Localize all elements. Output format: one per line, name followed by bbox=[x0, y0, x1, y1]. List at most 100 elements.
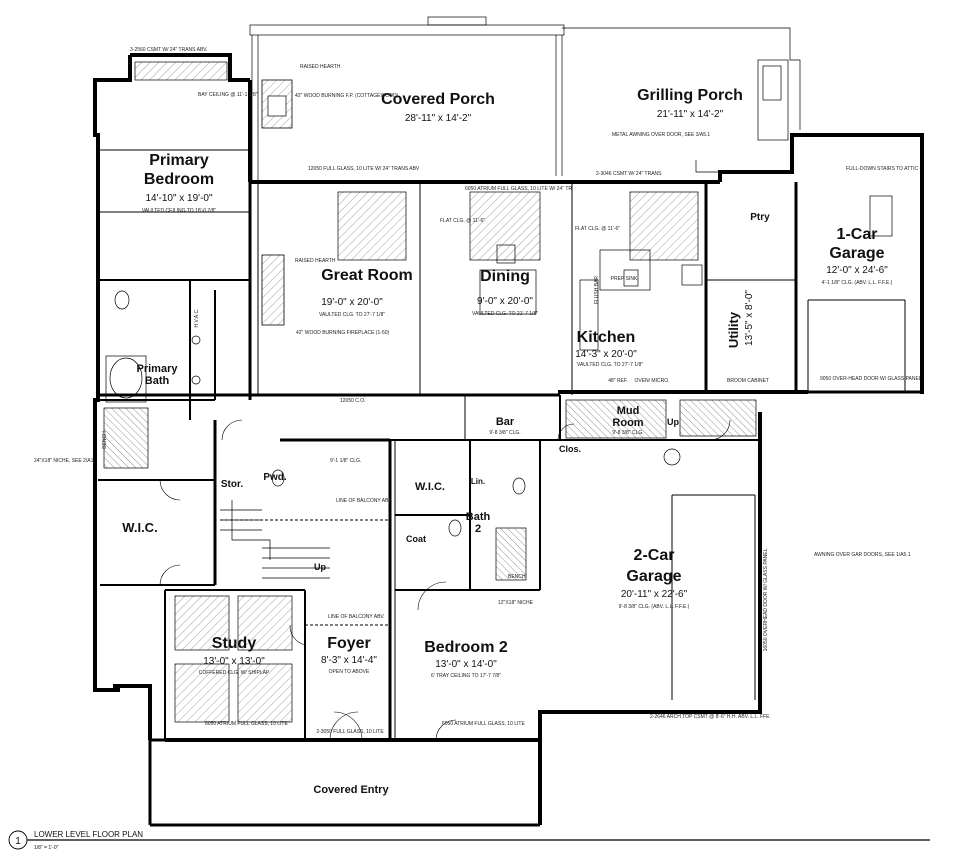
flat-clg-great-note: FLAT CLG. @ 11'-6" bbox=[440, 218, 485, 224]
garage-2-label: 2-Car bbox=[634, 547, 675, 564]
wic-primary-label: W.I.C. bbox=[122, 520, 157, 535]
garage-2-label-2: Garage bbox=[626, 568, 681, 585]
raised-hearth-great-note: RAISED HEARTH bbox=[295, 258, 336, 264]
garage-1-note: 4'-1 1/8" CLG. (ABV. L.L. F.F.E.) bbox=[822, 280, 893, 286]
study-label: Study bbox=[212, 635, 257, 652]
exterior-walls bbox=[93, 53, 924, 827]
coat-label: Coat bbox=[406, 534, 426, 544]
entry-door-note: 2-3050 FULL GLASS, 10 LITE bbox=[316, 729, 384, 735]
primary-bath-label-2: Bath bbox=[145, 375, 170, 387]
title-block: 1 LOWER LEVEL FLOOR PLAN 1/8" = 1'-0" bbox=[8, 830, 930, 851]
small-labels: Ptry Stor. Pwd. Clos. Coat Lin. Up Up PR… bbox=[102, 212, 770, 572]
flat-clg-kitchen-note: FLAT CLG. @ 11'-6" bbox=[575, 226, 620, 232]
grilling-porch-area bbox=[562, 27, 801, 173]
fireplace-great-note: 42" WOOD BURNING FIREPLACE (1-50) bbox=[296, 330, 390, 336]
ref-label: 48" REF. bbox=[608, 378, 628, 384]
bar-label: Bar bbox=[496, 416, 515, 428]
niche-note: 24"X18" NICHE, SEE 2/A1 bbox=[34, 458, 94, 464]
atrium-dining-note: 6050 ATRIUM FULL GLASS, 10 LITE W/ 24" T… bbox=[465, 186, 572, 192]
utility-label: Utility bbox=[726, 311, 741, 348]
garage-2-note: 9'-8 3/8" CLG. (ABV. L.L. F.F.E.) bbox=[619, 604, 690, 610]
pull-down-note: FULL-DOWN STAIRS TO ATTIC bbox=[846, 166, 919, 172]
clear-story-note: 12050 C.O. bbox=[340, 398, 366, 404]
study-note: COFFERED CLG. W/ SHIPLAP bbox=[199, 670, 270, 676]
kitchen-note: VAULTED CLG. TO 27'-7 1/8" bbox=[577, 362, 643, 368]
bench-niche-note: 12"X18" NICHE bbox=[498, 600, 534, 606]
line-balcony-1-note: LINE OF BALCONY ABV. bbox=[328, 614, 385, 620]
door-swings bbox=[159, 419, 731, 741]
wic-2-label: W.I.C. bbox=[415, 481, 445, 493]
raised-hearth-note: RAISED HEARTH bbox=[300, 64, 341, 70]
grilling-porch-dim: 21'-11" x 14'-2" bbox=[657, 109, 724, 120]
hvac-note: H.V.A.C. bbox=[194, 309, 200, 328]
dining-label: Dining bbox=[480, 268, 530, 285]
bed2-glass-note: 6050 ATRIUM FULL GLASS, 10 LITE bbox=[442, 721, 525, 727]
foyer-dim: 8'-3" x 14'-4" bbox=[321, 655, 377, 666]
grilling-porch-label: Grilling Porch bbox=[637, 87, 743, 104]
primary-bath-label: Primary bbox=[137, 363, 179, 375]
mud-room-label-2: Room bbox=[612, 417, 643, 429]
great-room-note: VAULTED CLG. TO 27'-7 1/8" bbox=[319, 312, 385, 318]
study-glass-note: 6050 ATRIUM FULL GLASS, 10 LITE bbox=[205, 721, 288, 727]
room-labels: Covered Porch 28'-11" x 14'-2" Grilling … bbox=[122, 87, 892, 796]
bench-label: BENCH bbox=[102, 431, 108, 449]
mud-room-label: Mud bbox=[617, 405, 640, 417]
primary-bedroom-label-2: Bedroom bbox=[144, 171, 214, 188]
fixtures bbox=[105, 244, 703, 579]
storage-label: Stor. bbox=[221, 479, 243, 490]
garage-1-label-2: Garage bbox=[829, 245, 884, 262]
porch-glass-note: 12050 FULL GLASS, 10 LITE W/ 24" TRANS A… bbox=[308, 166, 420, 172]
fireplace-top-note: 42" WOOD BURNING F.P. (COTTAGEWOOD) bbox=[295, 93, 399, 99]
garage-2-dim: 20'-11" x 22'-6" bbox=[621, 589, 688, 600]
oven-label: OVEN/ MICRO. bbox=[634, 378, 669, 384]
foyer-label: Foyer bbox=[327, 635, 371, 652]
drawing-scale: 1/8" = 1'-0" bbox=[34, 845, 59, 851]
primary-bedroom-dim: 14'-10" x 19'-0" bbox=[145, 193, 213, 204]
pantry-label: Ptry bbox=[750, 212, 770, 223]
bench-note: BENCH bbox=[508, 574, 526, 580]
flush-bar-label: FLUSH BAR bbox=[594, 276, 600, 304]
annotations: RAISED HEARTH 42" WOOD BURNING F.P. (COT… bbox=[34, 47, 922, 735]
bath-2-label-2: 2 bbox=[475, 523, 481, 535]
garage-1-label: 1-Car bbox=[837, 226, 878, 243]
powder-label: Pwd. bbox=[263, 472, 287, 483]
covered-porch-dim: 28'-11" x 14'-2" bbox=[405, 113, 472, 124]
overhead-door-2-note: 16050 OVERHEAD DOOR W/ GLASS PANEL bbox=[763, 548, 769, 651]
dining-note: VAULTED CLG. TO 21'-7 1/8" bbox=[472, 311, 538, 317]
overhead-door-1-note: 9050 OVER-HEAD DOOR W/ GLASS PANEL bbox=[820, 376, 922, 382]
bath-2-label: Bath bbox=[466, 511, 491, 523]
hatched-features bbox=[103, 61, 893, 723]
line-balcony-2-note: LINE OF BALCONY ABV. bbox=[336, 498, 393, 504]
linen-label: Lin. bbox=[471, 477, 485, 486]
bar-note: 9'-8 3/8" CLG. bbox=[489, 430, 520, 436]
mud-up-label: Up bbox=[667, 417, 679, 427]
interior-walls bbox=[98, 149, 906, 740]
foyer-note: OPEN TO ABOVE bbox=[329, 669, 370, 675]
drawing-title: LOWER LEVEL FLOOR PLAN bbox=[34, 830, 143, 839]
great-room-label: Great Room bbox=[321, 267, 413, 284]
great-room-dim: 19'-0" x 20'-0" bbox=[321, 297, 383, 308]
kitchen-dim: 14'-3" x 20'-0" bbox=[575, 349, 637, 360]
sink-clg-note: 9'-1 1/8" CLG. bbox=[330, 458, 361, 464]
bay-window-note: 3-2560 CSMT W/ 24" TRANS ABV. bbox=[130, 47, 208, 53]
utility-dim: 13'-5" x 8'-0" bbox=[744, 290, 755, 346]
stair-up-label: Up bbox=[314, 562, 326, 572]
primary-bedroom-note: VAULTED CEILING TO 18'-0 7/8" bbox=[142, 208, 217, 214]
covered-entry-label: Covered Entry bbox=[313, 784, 389, 796]
sheet-number: 1 bbox=[15, 836, 21, 847]
bedroom-2-note: 6' TRAY CEILING TO 17'-7 7/8" bbox=[431, 673, 501, 679]
bedroom-2-dim: 13'-0" x 14'-0" bbox=[435, 659, 497, 670]
broom-label: BROOM CABINET bbox=[727, 378, 769, 384]
mud-room-note: 9'-8 3/8" CLG. bbox=[612, 430, 643, 436]
covered-porch-area bbox=[249, 16, 565, 180]
covered-porch-label: Covered Porch bbox=[381, 91, 495, 108]
metal-awning-note: METAL AWNING OVER DOOR, SEE 3/A5.1 bbox=[612, 132, 710, 138]
bedroom-2-label: Bedroom 2 bbox=[424, 639, 508, 656]
bay-ceiling-note: BAY CEILING @ 11'-1 1/8" bbox=[198, 92, 258, 98]
kitchen-window-note: 2-3046 CSMT W/ 24" TRANS bbox=[596, 171, 662, 177]
study-dim: 13'-0" x 13'-0" bbox=[203, 656, 265, 667]
arch-top-note: 2-2646 ARCH TOP CSMT @ 8'-6" H.H. ABV. L… bbox=[650, 714, 770, 720]
prep-sink-label: PREP SINK bbox=[611, 276, 638, 282]
closet-label: Clos. bbox=[559, 444, 581, 454]
